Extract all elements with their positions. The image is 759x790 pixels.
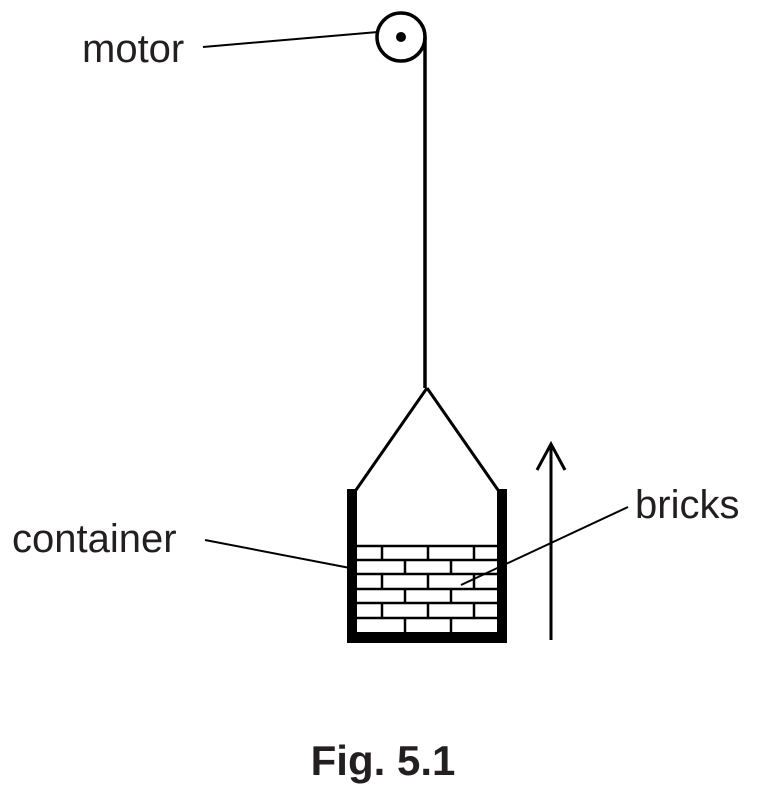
figure-caption: Fig. 5.1 xyxy=(311,737,456,784)
sling-right xyxy=(425,387,500,491)
motor-label: motor xyxy=(82,27,184,71)
bricks-stack xyxy=(357,544,497,632)
container-body xyxy=(347,489,507,643)
container-left-wall xyxy=(347,489,357,643)
motor-leader-line xyxy=(202,31,379,48)
container-label: container xyxy=(12,517,177,561)
pulley-axle xyxy=(396,32,406,42)
bricks-leader-line xyxy=(460,506,629,586)
container-base xyxy=(347,632,507,643)
container-leader-line xyxy=(204,539,351,569)
bricks-label: bricks xyxy=(635,483,739,527)
motor-pulley xyxy=(375,11,427,63)
sling-left xyxy=(354,387,429,491)
